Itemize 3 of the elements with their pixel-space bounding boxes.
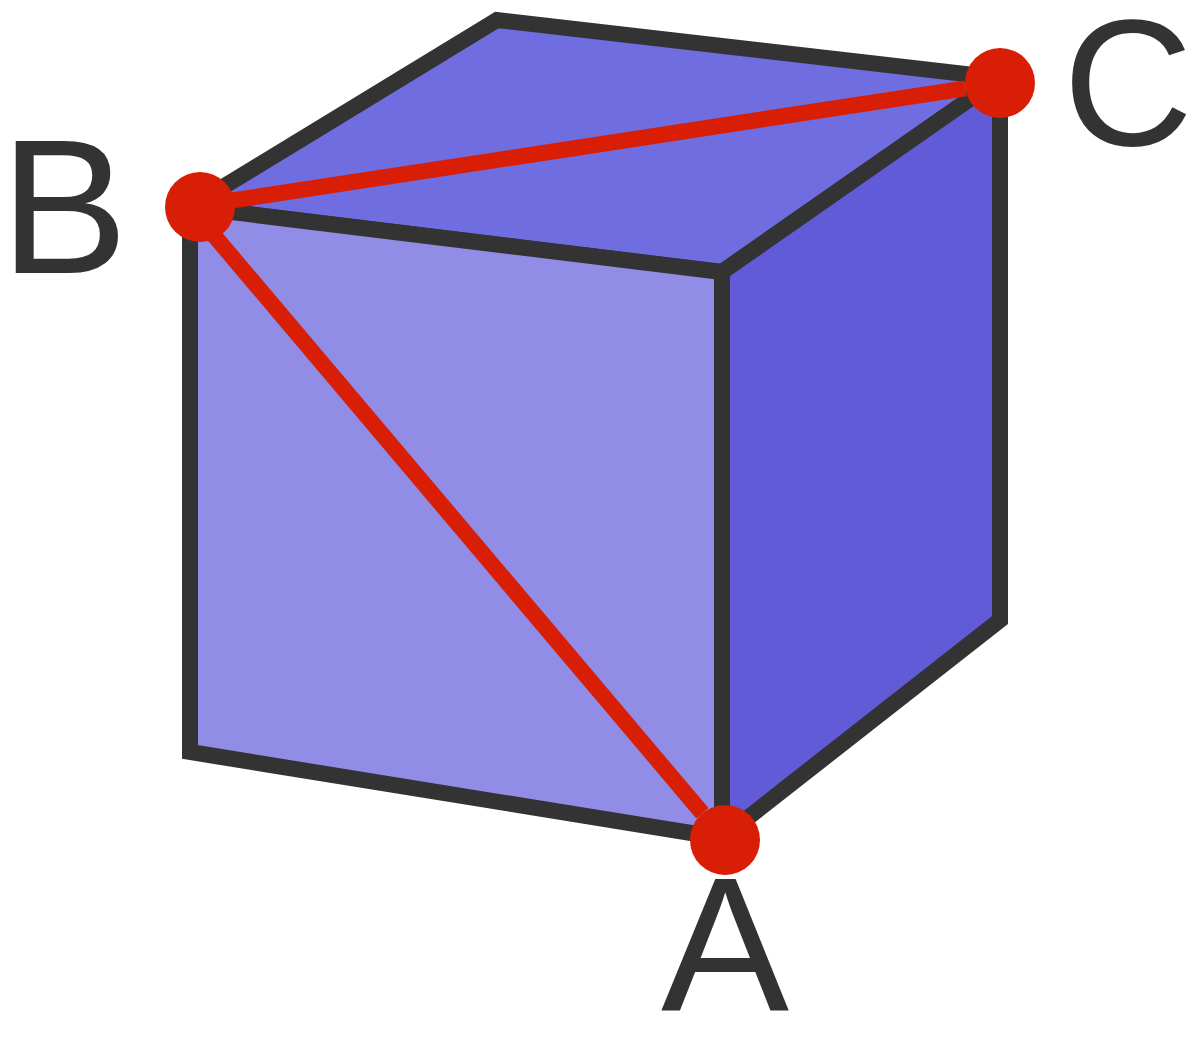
point-label: B [0, 132, 129, 282]
point-label: C [1063, 8, 1193, 158]
point-label: A [660, 870, 790, 1020]
